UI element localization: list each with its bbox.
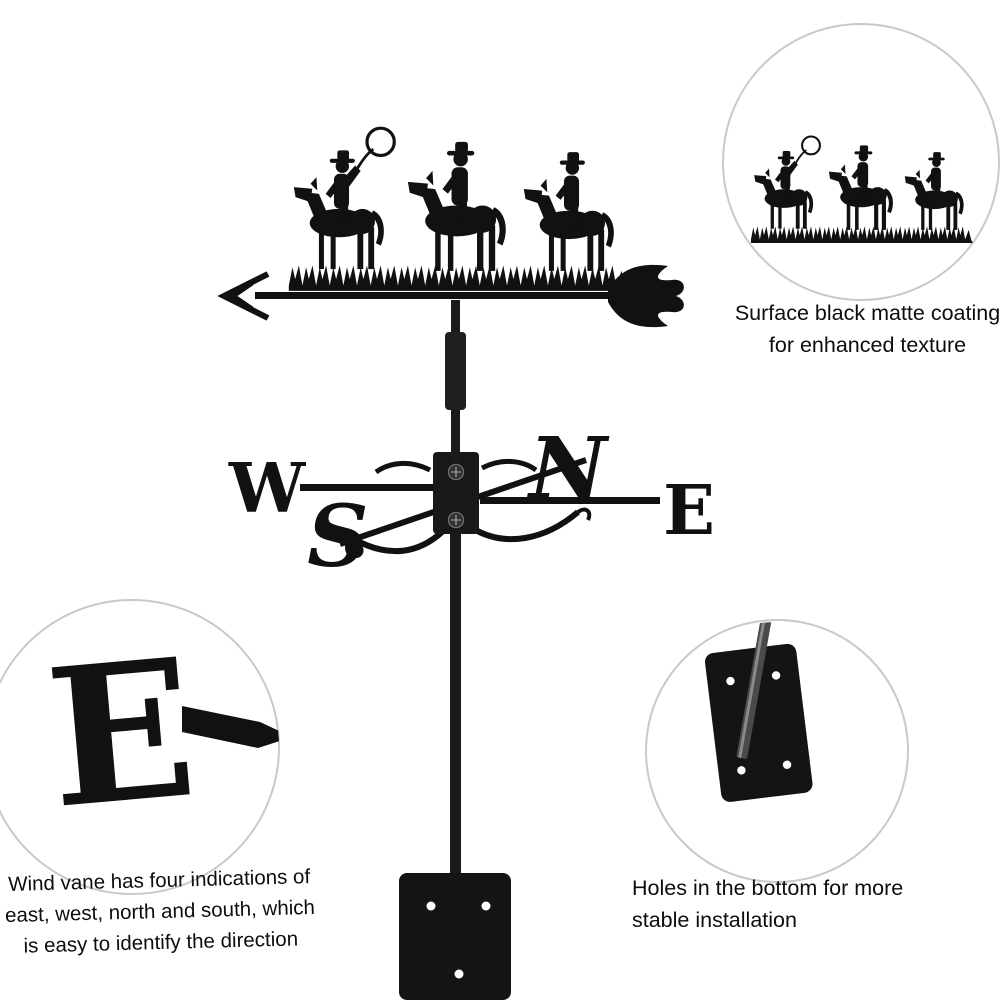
compass-east-arm — [480, 497, 660, 504]
base-plate — [399, 873, 511, 1000]
mounting-rod — [450, 532, 461, 877]
callout-circle-directions: E — [0, 599, 280, 895]
compass-scrollwork — [345, 459, 592, 559]
compass-letter-east-zoom: E — [40, 616, 204, 851]
compass-letter-west: W — [228, 449, 307, 529]
callout-circle-holes — [645, 619, 909, 883]
compass-west-arm — [300, 484, 435, 491]
base-plate-hole — [454, 969, 464, 979]
base-plate-zoom — [704, 643, 813, 802]
arrow-fletching — [608, 264, 684, 328]
base-plate-hole — [782, 760, 792, 769]
cowboys-silhouette — [289, 128, 628, 291]
directions-note: Wind vane has four indications of east, … — [4, 865, 316, 958]
compass-assembly: W E N S — [228, 419, 715, 587]
base-plate-hole — [426, 901, 436, 911]
base-plate-hole — [737, 766, 746, 775]
compass-hub — [433, 452, 479, 534]
arrow-arm-zoom — [182, 706, 279, 748]
base-plate-hole — [481, 901, 491, 911]
hub-screw — [447, 463, 465, 481]
base-plate-hole — [726, 676, 735, 686]
coating-note: Surface black matte coating for enhanced… — [734, 301, 1000, 358]
compass-letter-north: N — [526, 419, 610, 519]
direction-arrow — [217, 264, 684, 328]
compass-letter-south: S — [307, 487, 368, 587]
mounting-rod-zoom — [736, 622, 775, 759]
upper-rod — [445, 300, 466, 460]
callout-circle-coating — [722, 23, 1000, 301]
base-plate-hole — [771, 671, 781, 680]
holes-note: Holes in the bottom for more stable inst… — [632, 876, 904, 933]
hub-screw — [447, 511, 465, 529]
compass-letter-east: E — [663, 471, 715, 551]
arrow-head — [217, 271, 270, 321]
